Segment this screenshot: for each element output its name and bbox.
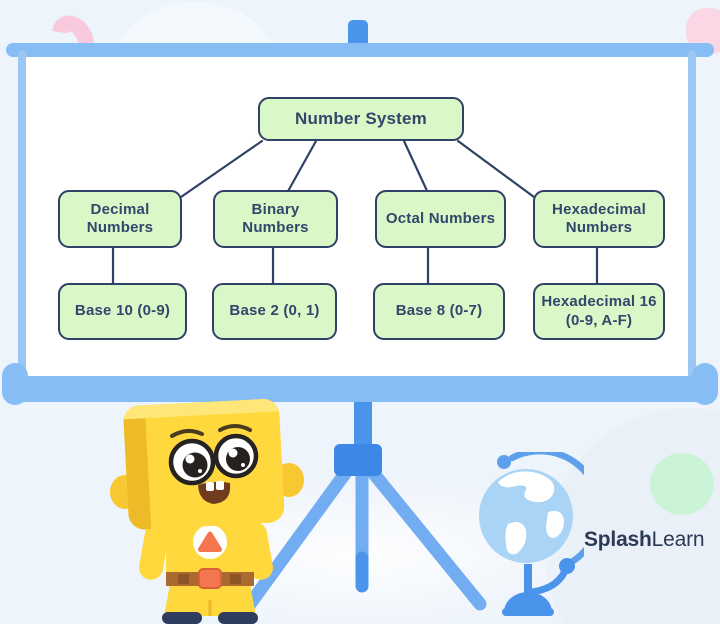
board-left-rail <box>18 50 26 380</box>
mascot-right-eyebrow <box>218 424 252 432</box>
splashlearn-mascot <box>110 398 304 624</box>
splashlearn-logo: SplashLearn <box>584 528 705 552</box>
globe-icon <box>479 452 584 616</box>
mascot-right-eye <box>213 433 259 479</box>
node-decimal-numbers: Decimal Numbers <box>58 190 182 248</box>
mascot-belt-segment-left <box>178 574 189 584</box>
globe-arm-joint <box>559 558 575 574</box>
mascot-mouth <box>198 481 231 504</box>
tripod-right-leg <box>359 457 487 611</box>
mascot-belt-buckle <box>198 568 222 589</box>
green-circle-decoration <box>650 453 714 515</box>
board-right-rail <box>688 50 696 380</box>
board-bottom-left-cap <box>2 363 28 405</box>
mascot-right-shoe <box>218 612 258 624</box>
logo-text-learn: Learn <box>651 528 705 551</box>
board-top-knob <box>348 20 368 48</box>
mascot-left-eye <box>168 438 216 486</box>
mascot-left-shoe <box>162 612 202 624</box>
mascot-left-arm <box>139 522 169 580</box>
logo-text-splash: Splash <box>584 528 652 551</box>
globe-continents <box>498 471 564 555</box>
node-octal-numbers: Octal Numbers <box>375 190 506 248</box>
node-hexadecimal-numbers: Hexadecimal Numbers <box>533 190 665 248</box>
globe-pillar <box>524 564 532 612</box>
node-base-8: Base 8 (0-7) <box>373 283 505 340</box>
board-bottom-bar <box>6 376 714 402</box>
mascot-belt-segment-right <box>230 574 241 584</box>
node-base-16: Hexadecimal 16 (0-9, A-F) <box>533 283 665 340</box>
tripod-left-leg <box>243 457 359 611</box>
globe-axis-knob <box>497 455 511 469</box>
mascot-emblem-triangle <box>198 531 222 552</box>
node-base-2: Base 2 (0, 1) <box>212 283 337 340</box>
tripod-pole <box>354 398 372 452</box>
mascot-left-eyebrow <box>170 429 204 438</box>
tripod-hub <box>334 444 382 476</box>
node-base-10: Base 10 (0-9) <box>58 283 187 340</box>
board-top-bar <box>6 43 714 57</box>
node-binary-numbers: Binary Numbers <box>213 190 338 248</box>
board-bottom-right-cap <box>692 363 718 405</box>
node-number-system: Number System <box>258 97 464 141</box>
